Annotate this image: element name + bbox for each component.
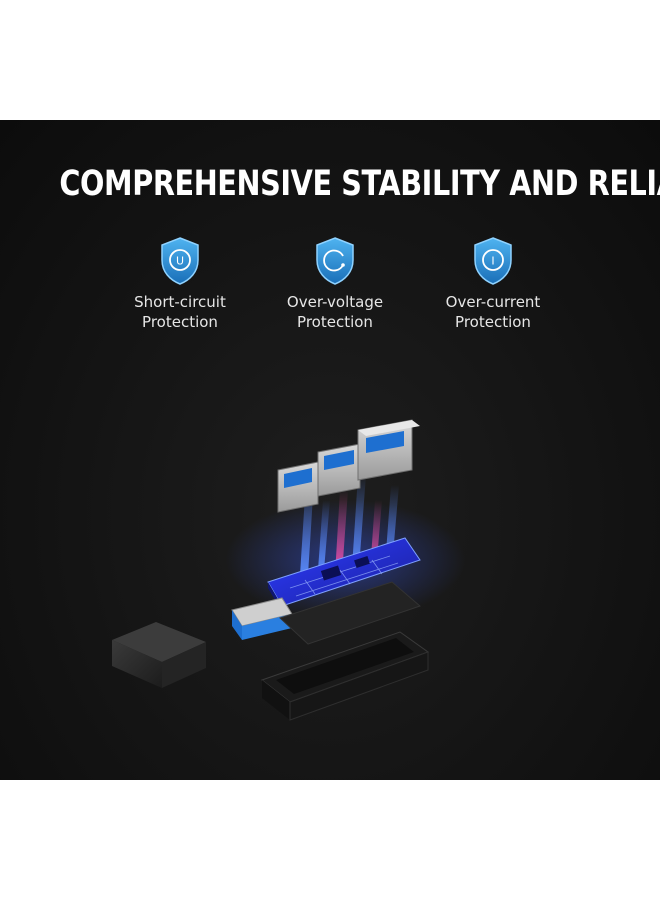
- usb-hub-exploded-illustration: [112, 419, 465, 721]
- usb-port-1: [277, 461, 319, 513]
- shield-u-icon: U: [161, 237, 199, 285]
- feature-label-line1: Over-current: [445, 293, 541, 311]
- feature-label-line2: Protection: [142, 313, 218, 331]
- feature-label-line1: Over-voltage: [286, 293, 384, 311]
- shield-u-glyph: U: [176, 255, 184, 268]
- feature-short-circuit: U Short-circuit Protection: [105, 236, 255, 332]
- feature-over-current: I Over-current Protection: [418, 236, 568, 332]
- usb-port-2: [317, 443, 361, 497]
- feature-over-voltage: Over-voltage Protection: [260, 236, 410, 332]
- feature-label-line2: Protection: [297, 313, 373, 331]
- feature-label-line1: Short-circuit: [134, 293, 226, 311]
- shield-c-icon: [316, 237, 354, 285]
- base-housing: [260, 631, 430, 721]
- feature-label-line2: Protection: [455, 313, 531, 331]
- product-banner: COMPREHENSIVE STABILITY AND RELIABILITY …: [0, 120, 660, 780]
- end-cap: [112, 622, 206, 688]
- usb-port-3: [357, 419, 420, 481]
- shield-i-glyph: I: [491, 255, 494, 268]
- top-cover: [279, 581, 421, 645]
- shield-i-icon: I: [474, 237, 512, 285]
- headline: COMPREHENSIVE STABILITY AND RELIABILITY: [59, 164, 660, 204]
